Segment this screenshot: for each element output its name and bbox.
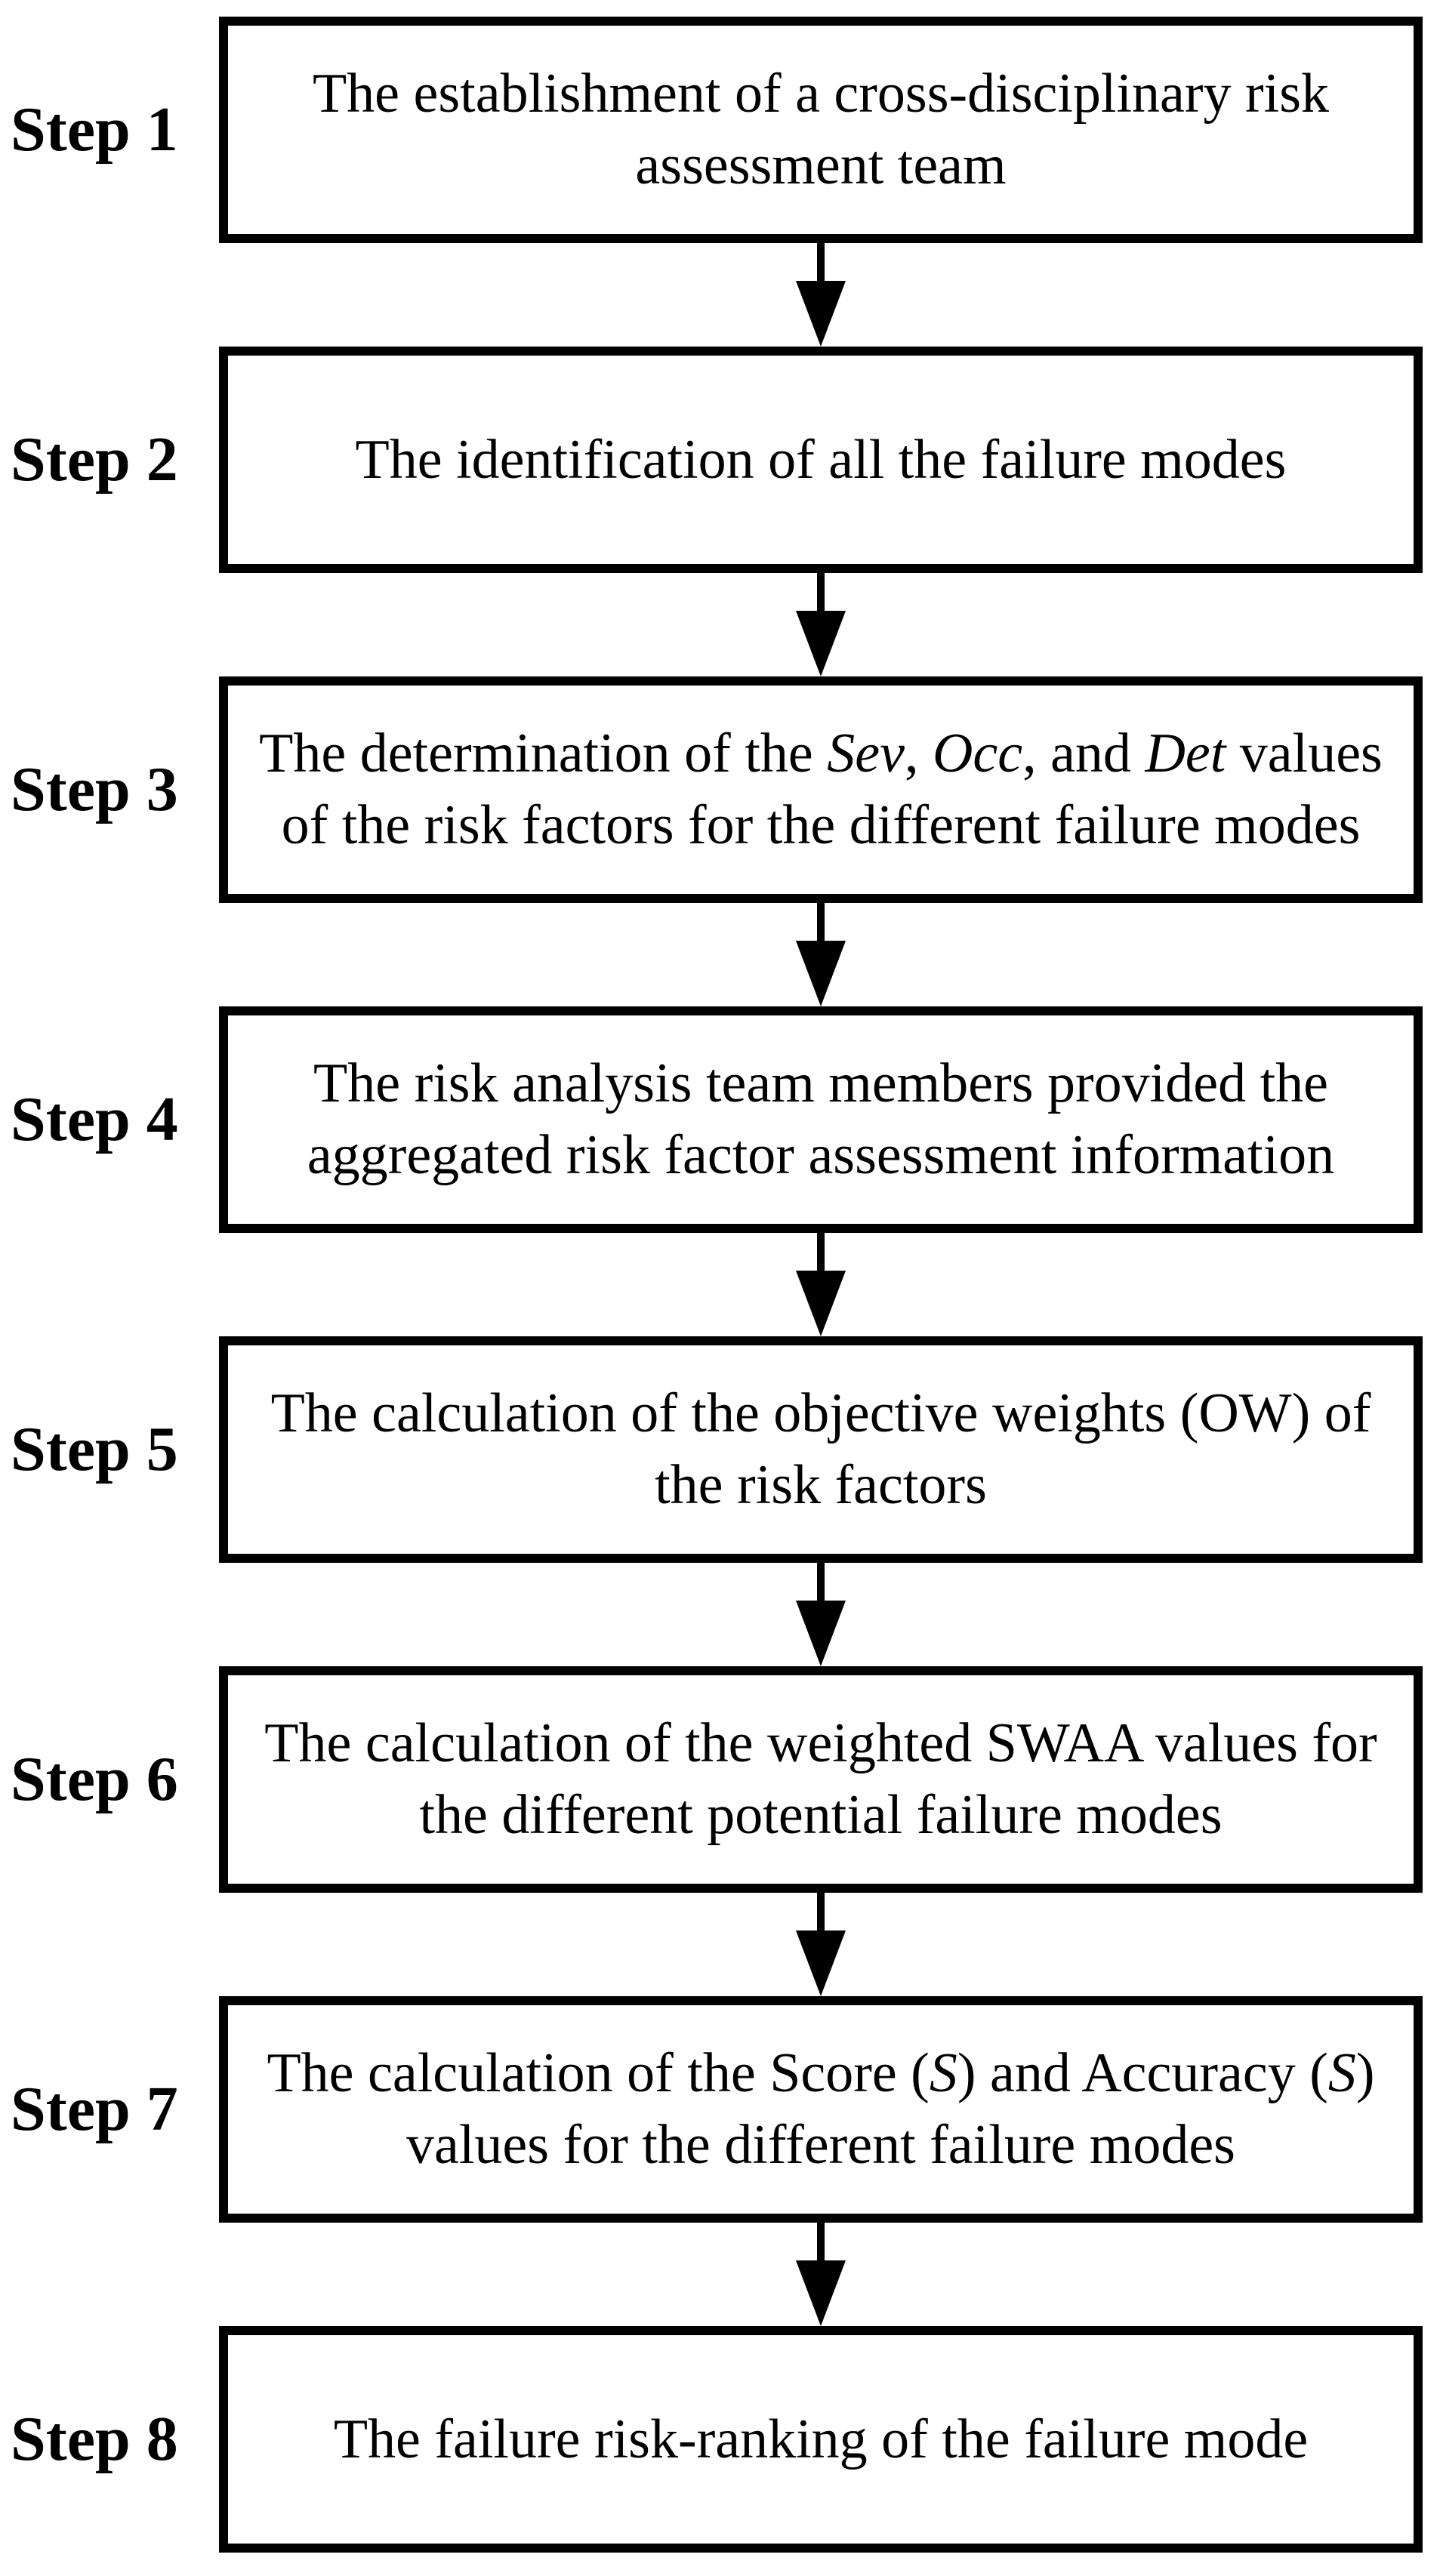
flow-arrow-row: [0, 243, 1443, 347]
box-text-segment: The identification of all the failure mo…: [355, 428, 1287, 491]
flow-arrow: [219, 1563, 1423, 1666]
step-box: The calculation of the weighted SWAA val…: [219, 1666, 1423, 1893]
box-text-segment: The establishment of a cross-disciplinar…: [312, 63, 1330, 196]
step-box: The determination of the Sev, Occ, and D…: [219, 676, 1423, 903]
flow-arrow: [219, 1233, 1423, 1336]
arrow-spacer: [0, 2223, 219, 2326]
step-label-column: Step 1: [0, 17, 219, 243]
box-text-italic-segment: S: [929, 2042, 957, 2105]
box-text-segment: The determination of the: [259, 723, 828, 785]
step-box-text: The determination of the Sev, Occ, and D…: [228, 718, 1414, 861]
flowchart: Step 1 The establishment of a cross-disc…: [0, 17, 1443, 2553]
step-label: Step 6: [11, 1744, 178, 1814]
step-box-text: The identification of all the failure mo…: [342, 424, 1300, 496]
step-label-column: Step 4: [0, 1006, 219, 1233]
flow-arrow-row: [0, 903, 1443, 1006]
box-text-segment: The failure risk-ranking of the failure …: [333, 2408, 1309, 2470]
step-label: Step 1: [11, 94, 178, 165]
step-box-text: The calculation of the weighted SWAA val…: [228, 1708, 1414, 1850]
flowchart-step-row: Step 8 The failure risk-ranking of the f…: [0, 2326, 1443, 2553]
flow-arrow: [219, 1893, 1423, 1996]
step-label: Step 8: [11, 2404, 178, 2474]
flowchart-step-row: Step 3 The determination of the Sev, Occ…: [0, 676, 1443, 903]
flow-arrow: [219, 2223, 1423, 2326]
step-box: The calculation of the Score (S) and Acc…: [219, 1996, 1423, 2223]
arrow-spacer: [0, 1893, 219, 1996]
box-text-segment: The calculation of the objective weights…: [270, 1382, 1371, 1516]
flow-arrow-row: [0, 1893, 1443, 1996]
arrow-down-icon: [796, 941, 846, 1006]
step-label: Step 4: [11, 1084, 178, 1154]
flow-arrow: [219, 573, 1423, 676]
flow-arrow-row: [0, 2223, 1443, 2326]
step-label-column: Step 8: [0, 2326, 219, 2553]
step-box: The failure risk-ranking of the failure …: [219, 2326, 1423, 2553]
arrow-stem: [817, 1893, 825, 1930]
arrow-spacer: [0, 243, 219, 347]
box-text-segment: ,: [904, 723, 933, 785]
flowchart-step-row: Step 5 The calculation of the objective …: [0, 1336, 1443, 1563]
flowchart-step-row: Step 7 The calculation of the Score (S) …: [0, 1996, 1443, 2223]
box-text-segment: values of the risk factors for the diffe…: [281, 723, 1383, 856]
step-label: Step 2: [11, 424, 178, 495]
flowchart-step-row: Step 1 The establishment of a cross-disc…: [0, 17, 1443, 243]
flow-arrow: [219, 903, 1423, 1006]
flow-arrow-row: [0, 1563, 1443, 1666]
step-label-column: Step 5: [0, 1336, 219, 1563]
arrow-down-icon: [796, 1601, 846, 1666]
flowchart-step-row: Step 4 The risk analysis team members pr…: [0, 1006, 1443, 1233]
step-label-column: Step 7: [0, 1996, 219, 2223]
arrow-spacer: [0, 1563, 219, 1666]
flowchart-step-row: Step 6 The calculation of the weighted S…: [0, 1666, 1443, 1893]
arrow-stem: [817, 2223, 825, 2260]
flow-arrow-row: [0, 1233, 1443, 1336]
step-box: The calculation of the objective weights…: [219, 1336, 1423, 1563]
step-label: Step 3: [11, 754, 178, 824]
step-label: Step 7: [11, 2074, 178, 2144]
box-text-italic-segment: Sev: [827, 723, 905, 785]
arrow-down-icon: [796, 281, 846, 347]
arrow-down-icon: [796, 1271, 846, 1336]
arrow-down-icon: [796, 2260, 846, 2326]
box-text-segment: ) values for the different failure modes: [406, 2042, 1375, 2176]
box-text-segment: The calculation of the weighted SWAA val…: [264, 1712, 1377, 1846]
step-box-text: The failure risk-ranking of the failure …: [320, 2404, 1321, 2476]
arrow-stem: [817, 1233, 825, 1271]
flow-arrow: [219, 243, 1423, 347]
step-box-text: The risk analysis team members provided …: [228, 1048, 1414, 1191]
box-text-italic-segment: Occ: [932, 723, 1023, 785]
step-label-column: Step 3: [0, 676, 219, 903]
step-label: Step 5: [11, 1414, 178, 1484]
arrow-stem: [817, 573, 825, 611]
arrow-stem: [817, 903, 825, 941]
step-box-text: The calculation of the Score (S) and Acc…: [228, 2038, 1414, 2180]
box-text-italic-segment: Det: [1145, 723, 1226, 785]
step-box-text: The establishment of a cross-disciplinar…: [228, 58, 1414, 201]
arrow-stem: [817, 1563, 825, 1601]
step-label-column: Step 6: [0, 1666, 219, 1893]
arrow-spacer: [0, 1233, 219, 1336]
box-text-segment: , and: [1022, 723, 1145, 785]
arrow-stem: [817, 243, 825, 281]
step-box: The risk analysis team members provided …: [219, 1006, 1423, 1233]
arrow-spacer: [0, 573, 219, 676]
box-text-segment: The risk analysis team members provided …: [307, 1052, 1335, 1186]
step-box-text: The calculation of the objective weights…: [228, 1378, 1414, 1521]
arrow-down-icon: [796, 1930, 846, 1996]
step-label-column: Step 2: [0, 347, 219, 573]
box-text-segment: ) and Accuracy (: [957, 2042, 1328, 2105]
step-box: The establishment of a cross-disciplinar…: [219, 17, 1423, 243]
arrow-spacer: [0, 903, 219, 1006]
box-text-italic-segment: S: [1327, 2042, 1356, 2105]
flow-arrow-row: [0, 573, 1443, 676]
arrow-down-icon: [796, 611, 846, 676]
step-box: The identification of all the failure mo…: [219, 347, 1423, 573]
flowchart-step-row: Step 2 The identification of all the fai…: [0, 347, 1443, 573]
box-text-segment: The calculation of the Score (: [267, 2042, 930, 2105]
